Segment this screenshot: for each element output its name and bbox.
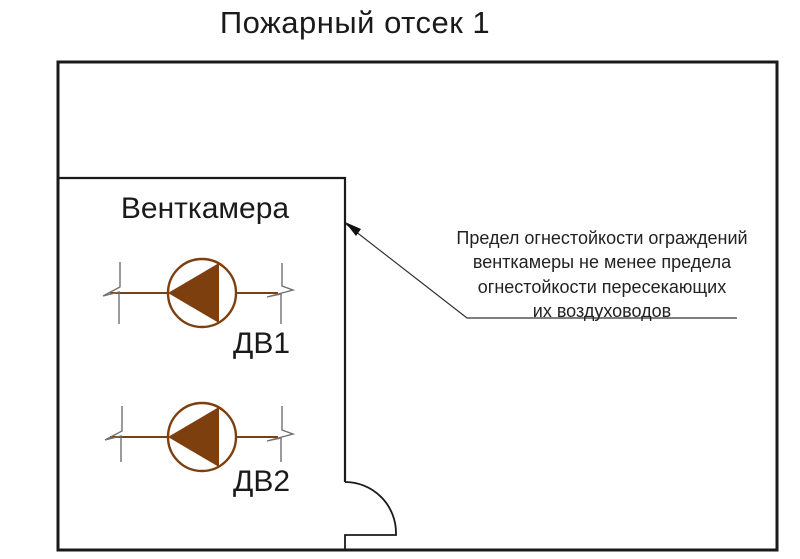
fire-resistance-note: Предел огнестойкости ограждений венткаме… (452, 226, 752, 323)
fan-symbol-dv2 (104, 401, 296, 473)
vent-chamber-label: Венткамера (120, 192, 290, 225)
fan-symbol-dv1 (102, 257, 296, 329)
note-line-2: венткамеры не менее предела (472, 252, 732, 273)
fan-impeller-icon (168, 407, 219, 467)
drawing-title: Пожарный отсек 1 (219, 5, 491, 40)
duct-break-left-dv1 (102, 262, 121, 324)
duct-break-left-dv2 (104, 406, 123, 462)
leader-arrowhead-icon (345, 222, 361, 236)
duct-break-right-dv2 (266, 406, 296, 462)
vent-chamber-wall (58, 176, 347, 482)
annotation-leader-line (345, 223, 737, 319)
door-swing-arc (344, 481, 397, 550)
fan-tag-dv2: ДВ2 (233, 465, 291, 498)
duct-break-right-dv1 (266, 263, 296, 324)
note-line-4: их воздуховодов (532, 300, 672, 321)
fire-compartment-boundary (56, 60, 779, 552)
fan-tag-dv1: ДВ1 (233, 327, 291, 360)
note-line-3: огнестойкости пересекающих (477, 276, 727, 297)
note-line-1: Предел огнестойкости ограждений (456, 228, 748, 248)
fan-impeller-icon (168, 263, 219, 323)
